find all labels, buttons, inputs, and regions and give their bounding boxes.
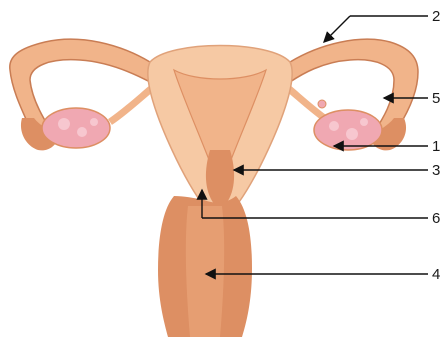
label-4: 4 — [432, 267, 440, 282]
label-5: 5 — [432, 91, 440, 106]
label-2: 2 — [432, 9, 440, 24]
pointer-2-diagonal — [324, 16, 350, 42]
label-1: 1 — [432, 139, 440, 154]
label-3: 3 — [432, 163, 440, 178]
label-6: 6 — [432, 211, 440, 226]
